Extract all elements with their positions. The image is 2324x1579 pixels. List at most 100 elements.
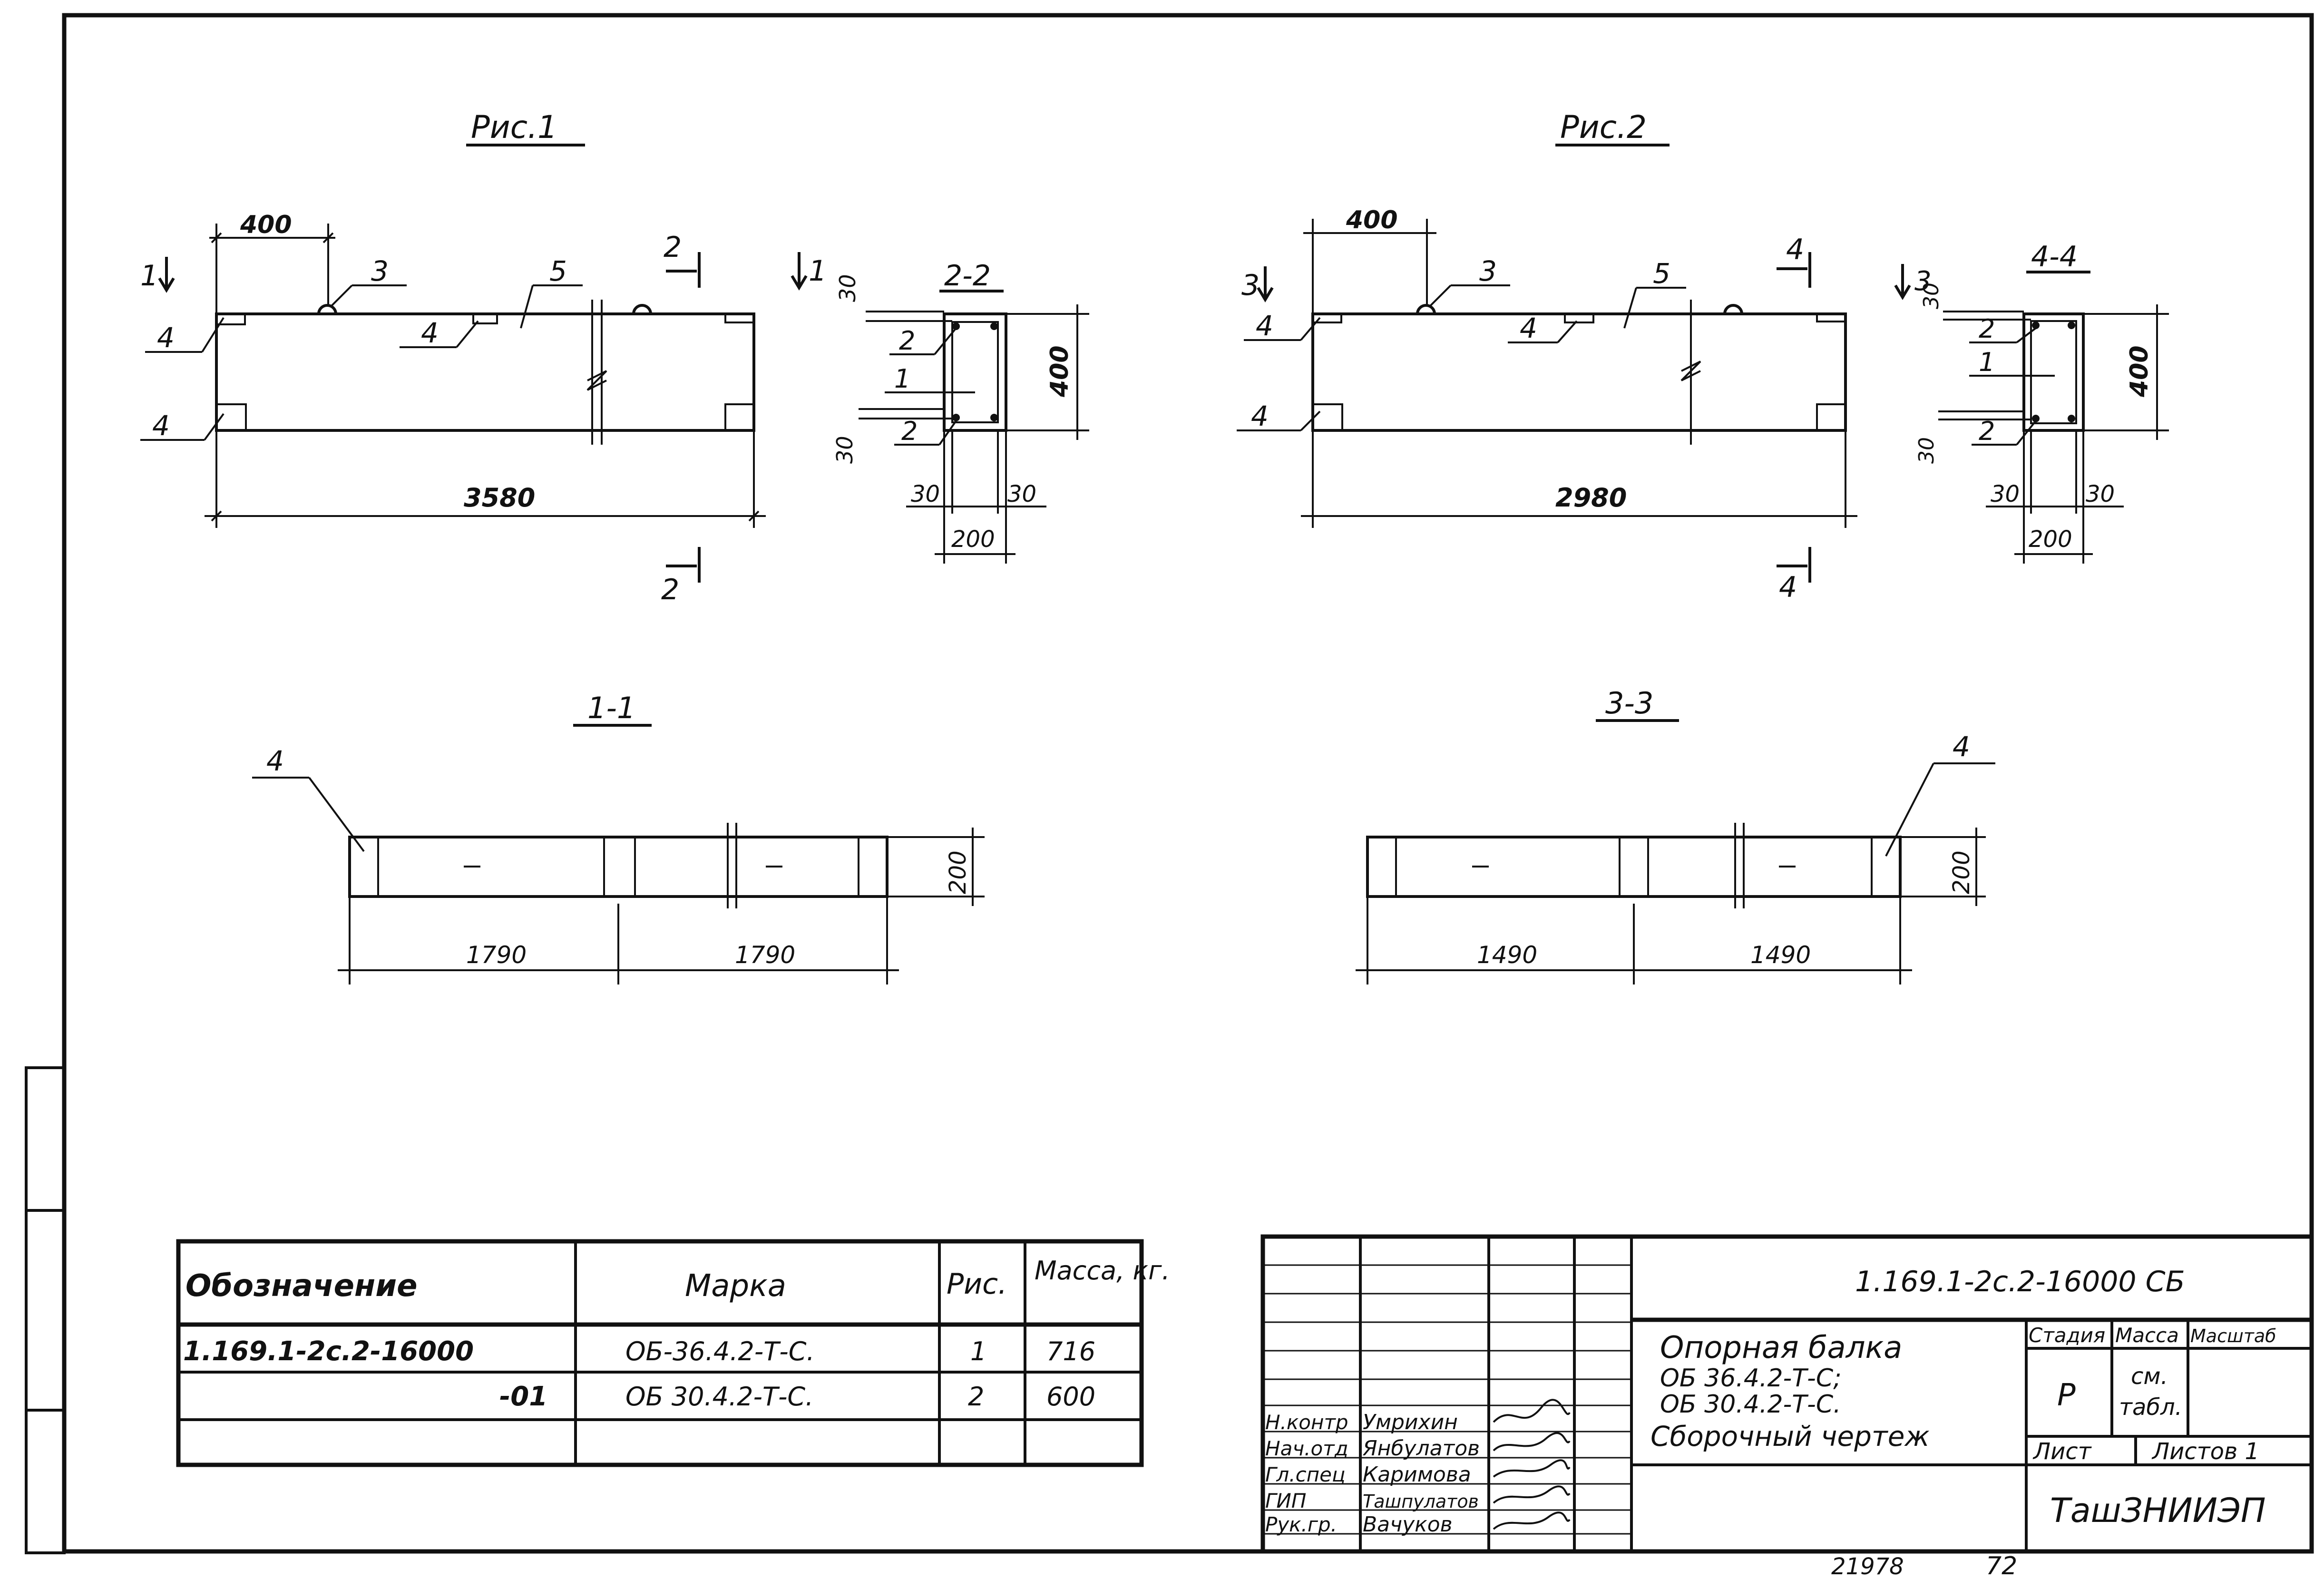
spec-header-mass: Масса, кг. bbox=[1035, 1256, 1170, 1286]
fig2-callout-3: 3 bbox=[1479, 255, 1497, 287]
fig2-plan: 3-3 4 200 1490 1490 bbox=[1356, 686, 1995, 984]
fig2-section-dim-width: 200 bbox=[2029, 526, 2072, 553]
tb-sheet-label: Лист bbox=[2032, 1438, 2092, 1465]
tb-name-5: Вачуков bbox=[1363, 1512, 1453, 1537]
fig1-section-callout-1: 1 bbox=[894, 364, 910, 394]
fig1-section-dim-30-top: 30 bbox=[835, 274, 860, 302]
footer-inv-number: 21978 bbox=[1831, 1553, 1904, 1579]
fig1-section-callout-2-top: 2 bbox=[899, 326, 915, 356]
fig2-section: 4-4 30 30 2 1 2 400 30 30 200 bbox=[1914, 240, 2169, 564]
fig1-plan-dim-right: 1790 bbox=[735, 941, 795, 969]
fig1-callout-4-mid: 4 bbox=[421, 317, 439, 349]
fig1-section-dim-height: 400 bbox=[1045, 345, 1074, 398]
fig1-plan-title: 1-1 bbox=[587, 691, 635, 725]
fig2-section-callout-2-bottom: 2 bbox=[1979, 416, 1995, 446]
fig1-plan-dim-left: 1790 bbox=[466, 941, 527, 969]
tb-role-nkontr: Н.контр bbox=[1265, 1411, 1348, 1434]
tb-mass-header: Масса bbox=[2115, 1324, 2179, 1347]
fig1-section-title: 2-2 bbox=[944, 259, 991, 292]
fig2-callout-4-top: 4 bbox=[1256, 310, 1273, 342]
fig2-title: Рис.2 bbox=[1560, 109, 1647, 146]
spec-table: Обозначение Марка Рис. Масса, кг. 1.169.… bbox=[176, 1239, 1170, 1467]
title-block: Н.контр Нач.отд Гл.спец ГИП Рук.гр. Умри… bbox=[1260, 1234, 2314, 1554]
fig2-plan-dim-right: 1490 bbox=[1750, 941, 1811, 969]
footer-page-number: 72 bbox=[1986, 1552, 2017, 1579]
spec-row1-mass: 716 bbox=[1046, 1336, 1095, 1366]
fig2-dim-length: 2980 bbox=[1555, 483, 1627, 513]
tb-role-gip: ГИП bbox=[1265, 1489, 1306, 1512]
tb-scale-header: Масштаб bbox=[2190, 1326, 2276, 1346]
tb-name-4: Ташпулатов bbox=[1363, 1491, 1479, 1512]
fig2-plan-dim-left: 1490 bbox=[1477, 941, 1537, 969]
fig1-callout-3: 3 bbox=[371, 255, 389, 287]
fig2-callout-4-mid: 4 bbox=[1520, 312, 1537, 344]
fig1-elevation: Рис.1 1 1 2 2 4 4 3 bbox=[140, 109, 827, 606]
fig1-callout-4-top: 4 bbox=[157, 322, 175, 354]
tb-document-code: 1.169.1-2с.2-16000 СБ bbox=[1855, 1265, 2185, 1298]
fig1-dim-length: 3580 bbox=[464, 483, 535, 513]
tb-product-line-3: ОБ 30.4.2-Т-С. bbox=[1660, 1390, 1841, 1419]
fig1-dim-top: 400 bbox=[240, 211, 292, 239]
fig2-dim-top: 400 bbox=[1346, 206, 1398, 234]
fig1-plan-dim-width: 200 bbox=[945, 850, 971, 894]
fig1-title: Рис.1 bbox=[471, 109, 557, 146]
fig1-section-callout-2-bottom: 2 bbox=[901, 416, 918, 446]
spec-row1-fig: 1 bbox=[970, 1336, 986, 1366]
fig1-section-mark-left: 1 bbox=[140, 259, 158, 292]
fig1-plan-callout-4: 4 bbox=[266, 745, 284, 777]
fig2-section-mark-right: 3 bbox=[1914, 266, 1932, 297]
fig1-section-dim-30-left: 30 bbox=[911, 481, 940, 507]
spec-header-designation: Обозначение bbox=[186, 1268, 417, 1304]
fig2-cut-top: 4 bbox=[1786, 233, 1804, 266]
tb-mass-value-2: табл. bbox=[2119, 1394, 2182, 1421]
fig2-section-callout-2-top: 2 bbox=[1979, 314, 1995, 344]
tb-role-nachotd: Нач.отд bbox=[1265, 1437, 1348, 1460]
fig1-section-dim-width: 200 bbox=[951, 526, 995, 553]
spec-row1-mark: ОБ-36.4.2-Т-С. bbox=[625, 1336, 815, 1366]
tb-name-3: Каримова bbox=[1363, 1462, 1471, 1487]
fig2-plan-title: 3-3 bbox=[1605, 686, 1653, 721]
tb-name-1: Умрихин bbox=[1363, 1410, 1458, 1434]
fig1-callout-4-bottom: 4 bbox=[152, 409, 170, 442]
fig2-section-title: 4-4 bbox=[2031, 240, 2078, 273]
spec-row2-mass: 600 bbox=[1046, 1382, 1095, 1412]
tb-product-line-2: ОБ 36.4.2-Т-С; bbox=[1660, 1364, 1842, 1393]
fig1-callout-5: 5 bbox=[549, 255, 567, 287]
spec-row2-designation: -01 bbox=[499, 1381, 547, 1412]
fig2-section-dim-30-left: 30 bbox=[1991, 481, 2020, 507]
tb-product-line-4: Сборочный чертеж bbox=[1650, 1420, 1930, 1452]
fig1-section-mark-right: 1 bbox=[809, 254, 827, 288]
fig1-section-dim-30-bottom: 30 bbox=[832, 436, 858, 464]
fig1-plan: 1-1 4 200 1790 1790 bbox=[252, 691, 985, 984]
fig2-section-callout-1: 1 bbox=[1979, 347, 1995, 377]
tb-mass-value-1: см. bbox=[2131, 1363, 2168, 1390]
fig1-cut-bottom: 2 bbox=[661, 573, 679, 606]
spec-row1-designation: 1.169.1-2с.2-16000 bbox=[183, 1336, 474, 1367]
fig2-section-dim-30-right: 30 bbox=[2086, 481, 2115, 507]
spec-row2-fig: 2 bbox=[968, 1382, 984, 1412]
fig2-callout-5: 5 bbox=[1653, 257, 1670, 290]
footer: 21978 72 bbox=[1831, 1552, 2017, 1579]
tb-stage-value: Р bbox=[2057, 1378, 2076, 1413]
tb-product-line-1: Опорная балка bbox=[1660, 1330, 1902, 1365]
fig2-plan-callout-4: 4 bbox=[1953, 731, 1970, 763]
tb-name-2: Янбулатов bbox=[1362, 1436, 1480, 1461]
tb-stage-header: Стадия bbox=[2029, 1324, 2105, 1347]
sheet-frame bbox=[25, 13, 2314, 1554]
spec-header-fig: Рис. bbox=[947, 1267, 1007, 1301]
fig2-section-dim-30-bottom: 30 bbox=[1914, 437, 1939, 464]
fig2-section-mark-left: 3 bbox=[1241, 269, 1260, 302]
fig2-section-dim-30-top: 30 bbox=[1919, 283, 1943, 309]
fig1-section-dim-30-right: 30 bbox=[1007, 481, 1036, 507]
spec-header-mark: Марка bbox=[685, 1268, 786, 1304]
tb-role-rukgr: Рук.гр. bbox=[1265, 1513, 1337, 1536]
fig2-elevation: Рис.2 3 3 4 4 4 4 3 4 5 bbox=[1237, 109, 1932, 604]
fig1-cut-top: 2 bbox=[664, 231, 682, 264]
tb-role-glspec: Гл.спец bbox=[1265, 1463, 1346, 1486]
signature-scribbles bbox=[1493, 1399, 1571, 1530]
fig1-section: 2-2 30 30 2 1 2 400 30 30 200 bbox=[832, 259, 1089, 564]
tb-organization: ТашЗНИИЭП bbox=[2050, 1491, 2265, 1530]
fig2-section-dim-height: 400 bbox=[2125, 345, 2154, 398]
fig2-plan-dim-width: 200 bbox=[1948, 850, 1975, 894]
tb-sheets-label: Листов 1 bbox=[2151, 1438, 2259, 1465]
